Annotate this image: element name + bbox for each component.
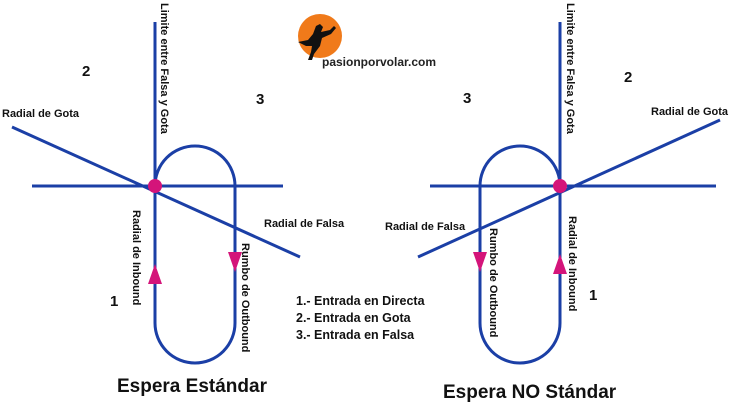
nonstandard-hold: Limite entre Falsa y Gota Radial de Gota… (385, 3, 729, 403)
inbound-radial-label: Radial de Inbound (566, 216, 578, 311)
parallel-radial-label: Radial de Falsa (264, 218, 345, 230)
outbound-arrow-icon (473, 252, 487, 272)
limit-label: Limite entre Falsa y Gota (158, 3, 170, 135)
sector-3-label: 3 (463, 90, 471, 107)
standard-hold-title: Espera Estándar (117, 376, 268, 397)
logo-jumper-icon (298, 24, 336, 60)
outbound-arrow-icon (228, 252, 242, 272)
sector-2-label: 2 (82, 63, 90, 80)
legend-item: 1.- Entrada en Directa (296, 294, 426, 308)
outbound-heading-label: Rumbo de Outbound (487, 228, 499, 337)
teardrop-radial-label: Radial de Gota (2, 108, 80, 120)
sector-3-label: 3 (256, 91, 264, 108)
holding-racetrack (478, 144, 562, 365)
holding-fix (553, 179, 567, 193)
entry-legend: 1.- Entrada en Directa 2.- Entrada en Go… (296, 294, 426, 342)
inbound-radial-label: Radial de Inbound (130, 210, 142, 305)
holding-fix (148, 179, 162, 193)
sector-1-label: 1 (589, 287, 597, 304)
inbound-arrow-icon (553, 254, 567, 274)
sector-1-label: 1 (110, 293, 118, 310)
holding-racetrack (153, 144, 237, 365)
outbound-heading-label: Rumbo de Outbound (239, 243, 251, 352)
legend-item: 2.- Entrada en Gota (296, 311, 412, 325)
logo: pasionporvolar.com (298, 14, 436, 69)
logo-brand: pasionporvolar.com (322, 55, 436, 69)
legend-item: 3.- Entrada en Falsa (296, 328, 415, 342)
diagonal-radial (417, 118, 721, 259)
sector-2-label: 2 (624, 69, 632, 86)
parallel-radial-label: Radial de Falsa (385, 221, 466, 233)
limit-label: Limite entre Falsa y Gota (564, 3, 576, 135)
teardrop-radial-label: Radial de Gota (651, 106, 729, 118)
standard-hold: Limite entre Falsa y Gota Radial de Gota… (2, 3, 345, 397)
nonstandard-hold-title: Espera NO Stándar (443, 382, 617, 403)
inbound-arrow-icon (148, 264, 162, 284)
